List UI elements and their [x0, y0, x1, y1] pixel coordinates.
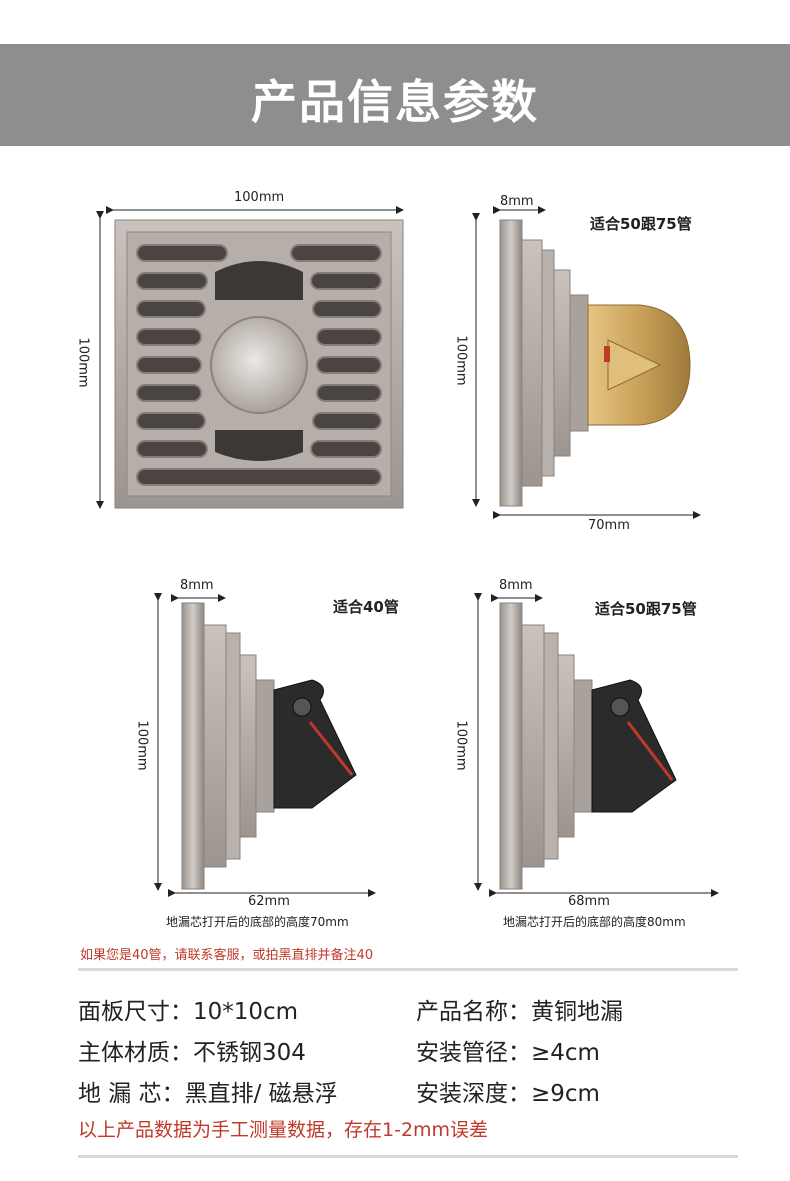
measurement-disclaimer: 以上产品数据为手工测量数据，存在1-2mm误差: [78, 1119, 489, 1141]
top-view-drawing: [96, 206, 404, 509]
page-title: 产品信息参数: [251, 75, 539, 129]
top-height-label: 100mm: [75, 337, 91, 388]
small-flange-label: 8mm: [180, 578, 214, 593]
small-height-label: 100mm: [134, 720, 150, 771]
small-core-note: 地漏芯打开后的底部的高度70mm: [166, 915, 349, 929]
header-banner: 产品信息参数: [0, 44, 790, 146]
small-depth-label: 62mm: [248, 894, 290, 909]
top-width-label: 100mm: [234, 190, 285, 205]
large-flange-label: 8mm: [499, 578, 533, 593]
contact-note: 如果您是40管，请联系客服，或拍黑直排并备注40: [80, 948, 374, 963]
spec-core-type: 地 漏 芯：黑直排/ 磁悬浮: [78, 1081, 338, 1107]
spec-pipe-diameter: 安装管径：≥4cm: [416, 1040, 600, 1066]
side-view-black-small-drawing: [154, 593, 376, 897]
large-depth-label: 68mm: [568, 894, 610, 909]
spec-product-name: 产品名称：黄铜地漏: [416, 999, 623, 1025]
spec-panel-size: 面板尺寸：10*10cm: [78, 999, 299, 1025]
spec-material: 主体材质：不锈钢304: [78, 1040, 306, 1066]
brass-depth-label: 70mm: [588, 518, 630, 533]
spec-install-depth: 安装深度：≥9cm: [416, 1081, 600, 1107]
divider-top: [78, 968, 738, 971]
brass-flange-label: 8mm: [500, 194, 534, 209]
large-fit-label: 适合50跟75管: [595, 600, 697, 618]
brass-height-label: 100mm: [453, 335, 469, 386]
divider-bottom: [78, 1155, 738, 1158]
side-view-brass-drawing: [472, 206, 701, 519]
side-view-black-large-drawing: [474, 593, 719, 897]
brass-fit-label: 适合50跟75管: [590, 215, 692, 233]
large-height-label: 100mm: [453, 720, 469, 771]
small-fit-label: 适合40管: [333, 598, 399, 616]
large-core-note: 地漏芯打开后的底部的高度80mm: [503, 915, 686, 929]
